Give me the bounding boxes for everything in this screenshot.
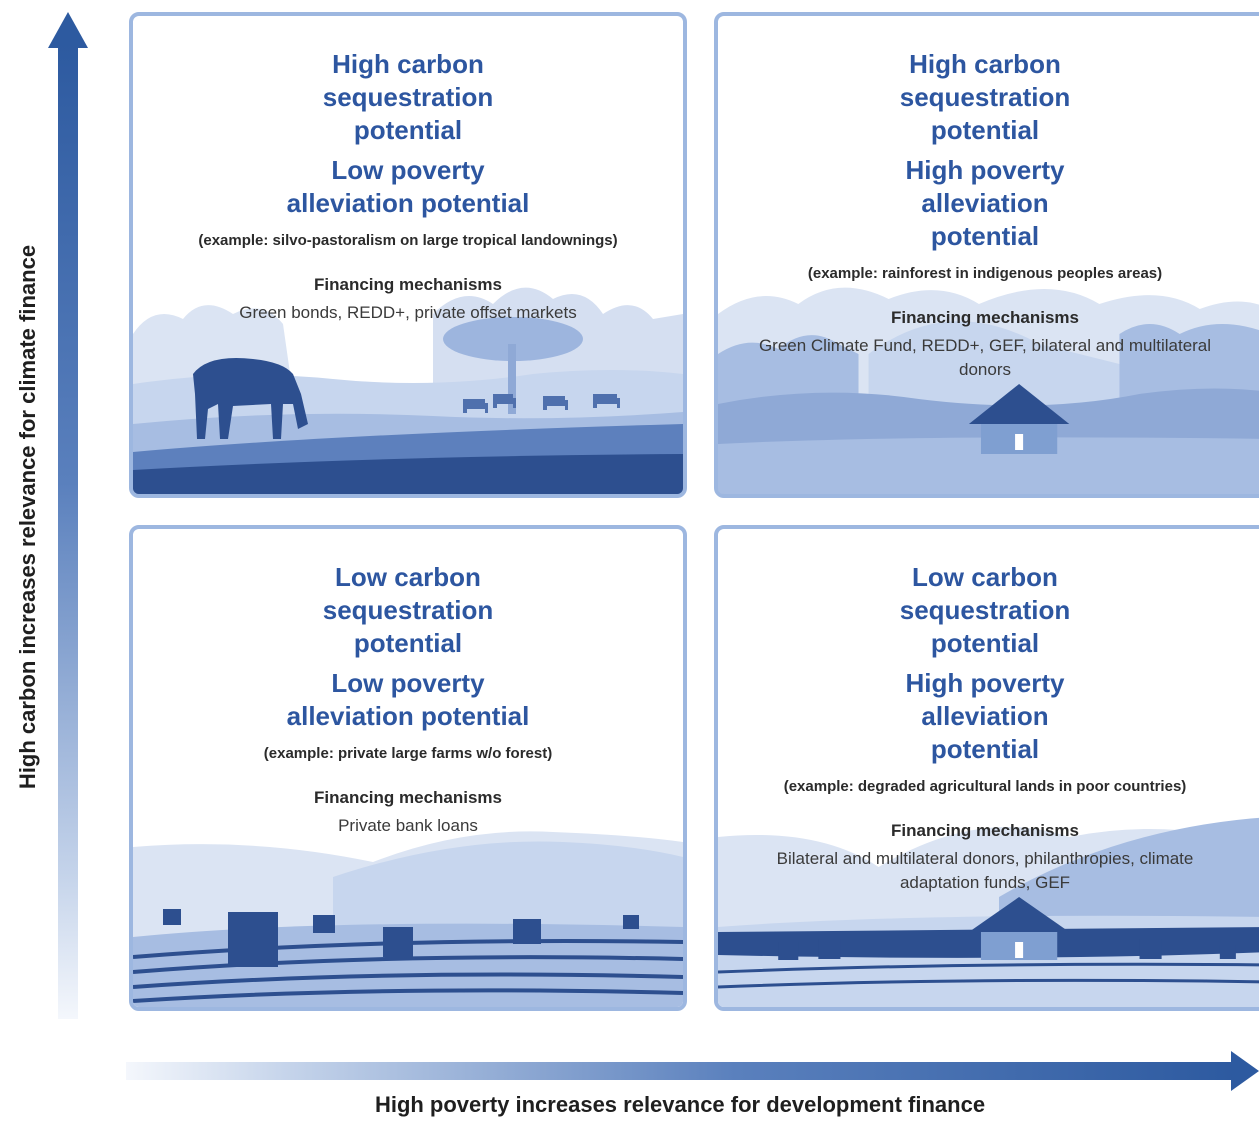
carbon-heading: High carbon sequestration potential — [322, 49, 494, 145]
poverty-heading: High poverty alleviation potential — [905, 668, 1065, 764]
poverty-heading: Low poverty alleviation potential — [286, 155, 530, 218]
x-arrow-head-icon — [1231, 1051, 1259, 1091]
poverty-heading: Low poverty alleviation potential — [286, 668, 530, 731]
financing-list: Bilateral and multilateral donors, phila… — [776, 849, 1194, 892]
y-arrow-head-icon — [48, 12, 88, 48]
financing-title: Financing mechanisms — [314, 788, 502, 807]
quadrant-high-carbon-low-poverty: High carbon sequestration potential Low … — [129, 12, 687, 498]
x-axis-label: High poverty increases relevance for dev… — [374, 1092, 986, 1117]
y-arrow-shaft — [58, 44, 78, 1019]
rainforest-hut-illustration — [718, 287, 1259, 494]
poverty-heading: High poverty alleviation potential — [905, 155, 1065, 251]
carbon-heading: High carbon sequestration potential — [899, 49, 1071, 145]
y-axis: High carbon increases relevance for clim… — [0, 0, 120, 1030]
quadrant-low-carbon-low-poverty: Low carbon sequestration potential Low p… — [129, 525, 687, 1011]
cleared-farmland-illustration — [133, 831, 683, 1007]
financing-list: Private bank loans — [338, 816, 478, 835]
financing-list: Green bonds, REDD+, private offset marke… — [239, 303, 577, 322]
example-text: (example: rainforest in indigenous peopl… — [807, 265, 1163, 282]
example-text: (example: silvo-pastoralism on large tro… — [198, 232, 618, 249]
carbon-heading: Low carbon sequestration potential — [322, 562, 494, 658]
x-axis: High poverty increases relevance for dev… — [120, 1040, 1259, 1128]
financing-title: Financing mechanisms — [314, 275, 502, 294]
carbon-heading: Low carbon sequestration potential — [899, 562, 1071, 658]
x-arrow-shaft — [126, 1062, 1234, 1080]
y-axis-label: High carbon increases relevance for clim… — [15, 244, 40, 790]
savanna-cattle-illustration — [133, 287, 683, 494]
quadrant-low-carbon-high-poverty: Low carbon sequestration potential High … — [714, 525, 1259, 1011]
example-text: (example: degraded agricultural lands in… — [783, 778, 1187, 795]
financing-title: Financing mechanisms — [891, 821, 1079, 840]
degraded-land-hut-illustration — [718, 817, 1259, 1007]
example-text: (example: private large farms w/o forest… — [263, 745, 553, 762]
financing-title: Financing mechanisms — [891, 308, 1079, 327]
quadrant-high-carbon-high-poverty: High carbon sequestration potential High… — [714, 12, 1259, 498]
financing-list: Green Climate Fund, REDD+, GEF, bilatera… — [758, 336, 1212, 379]
